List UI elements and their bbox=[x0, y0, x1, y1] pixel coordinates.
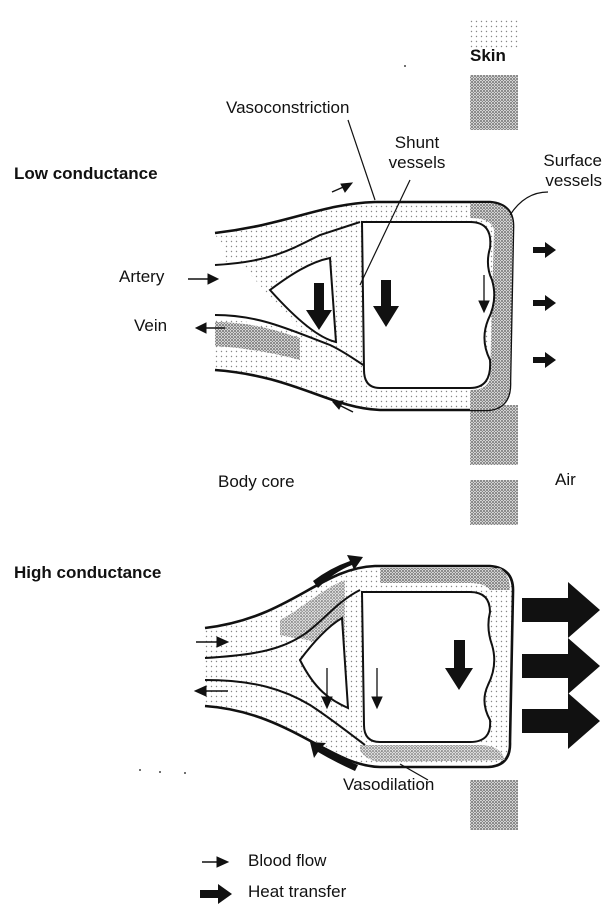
shunt-vessels-label: Shunt vessels bbox=[382, 133, 452, 173]
vasoconstriction-label: Vasoconstriction bbox=[226, 98, 349, 118]
high-conductance-vessels bbox=[205, 566, 513, 767]
shunt-label-line1: Shunt bbox=[382, 133, 452, 153]
vein-label: Vein bbox=[134, 316, 167, 336]
surface-vessels-label: Surface vessels bbox=[522, 151, 602, 191]
skin-strip bbox=[470, 780, 518, 830]
skin-label: Skin bbox=[470, 46, 506, 66]
skin-strip bbox=[470, 75, 518, 130]
artery-label: Artery bbox=[119, 267, 164, 287]
thin-arrow-icon bbox=[202, 857, 228, 867]
legend-blood-flow-label: Blood flow bbox=[248, 851, 326, 871]
inner-loop bbox=[362, 592, 494, 742]
vasodilation-label: Vasodilation bbox=[343, 775, 434, 795]
skin-strip bbox=[470, 480, 518, 525]
heat-transfer-arrows-low bbox=[533, 242, 556, 368]
legend-heat-transfer-label: Heat transfer bbox=[248, 882, 346, 902]
high-conductance-title: High conductance bbox=[14, 563, 161, 583]
body-core-label: Body core bbox=[218, 472, 295, 492]
heat-transfer-arrows-high bbox=[522, 582, 600, 749]
air-label: Air bbox=[555, 470, 576, 490]
low-conductance-title: Low conductance bbox=[14, 164, 158, 184]
thick-arrow-icon bbox=[200, 884, 232, 904]
skin-strip bbox=[470, 405, 518, 465]
surface-label-line1: Surface bbox=[522, 151, 602, 171]
surface-label-line2: vessels bbox=[522, 171, 602, 191]
low-conductance-vessels bbox=[215, 202, 513, 410]
shunt-label-line2: vessels bbox=[382, 153, 452, 173]
